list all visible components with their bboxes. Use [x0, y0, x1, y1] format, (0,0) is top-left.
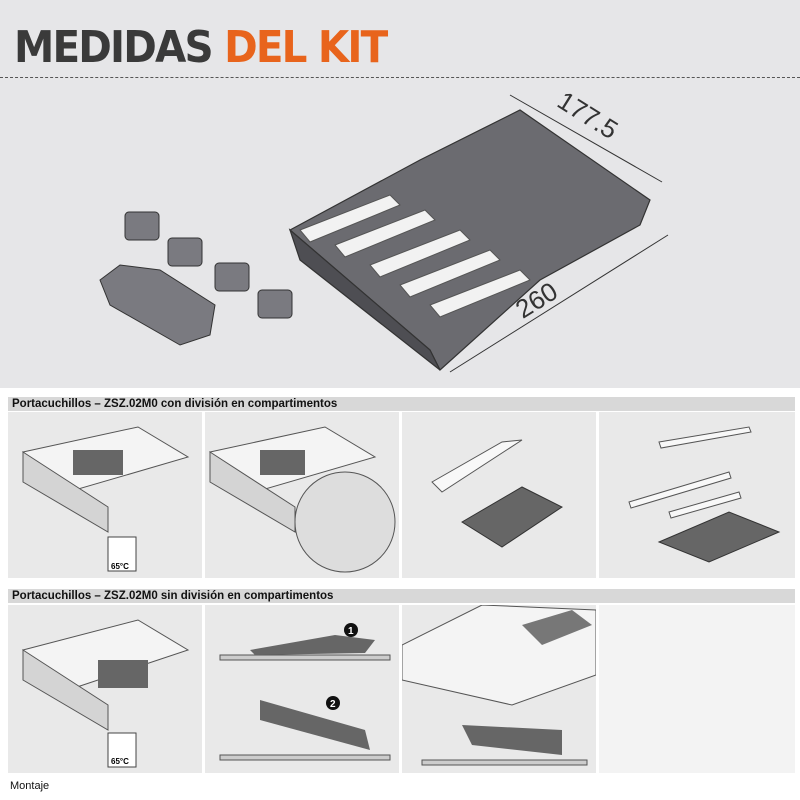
panel-mount-steps: 1 2 — [205, 605, 399, 773]
page-title: MEDIDAS DEL KIT — [14, 22, 388, 73]
panel-remove-steps — [402, 605, 596, 773]
dashed-divider — [0, 77, 800, 78]
panel-knives-placed — [599, 412, 795, 578]
dishwasher-temp: 65°C — [111, 562, 129, 571]
section-header-with-divisions: Portacuchillos – ZSZ.02M0 con división e… — [8, 397, 795, 411]
knife-block-illustration — [99, 94, 669, 373]
dishwasher-temp-2: 65°C — [111, 757, 129, 766]
kit-dimensions-area: MEDIDAS DEL KIT 177.5 260 — [0, 0, 800, 388]
panel-drawer-without-divider: 65°C — [8, 605, 202, 773]
step-1-badge: 1 — [348, 626, 354, 637]
empty-panel — [599, 605, 795, 773]
footer-caption: Montaje — [10, 780, 50, 792]
section-header-without-divisions: Portacuchillos – ZSZ.02M0 sin división e… — [8, 589, 795, 603]
panel-drawer-with-divider: 65°C — [8, 412, 202, 578]
panel-divider-detail — [205, 412, 399, 578]
panel-insert-knife — [402, 412, 596, 578]
step-2-badge: 2 — [330, 699, 336, 710]
